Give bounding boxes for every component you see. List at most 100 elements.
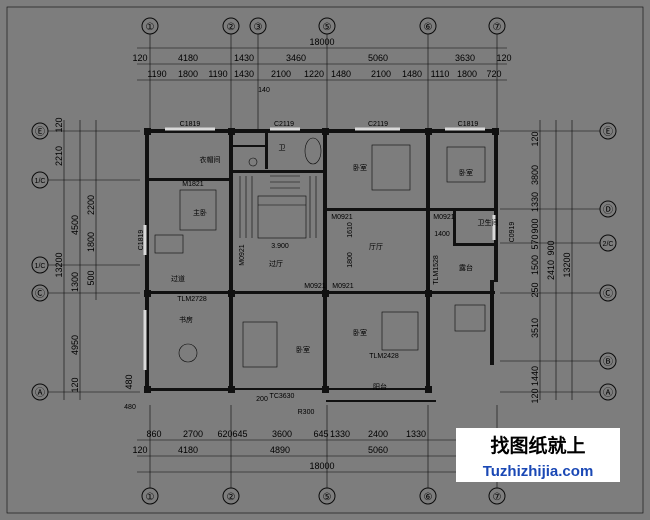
dim-left-3: 4500: [70, 215, 80, 235]
dim-top-r3-9: 1110: [431, 69, 450, 79]
room-bath-2: 卫生间: [478, 218, 499, 227]
dim-top-r2-5: 3630: [455, 53, 475, 63]
bed-se: [381, 311, 419, 351]
dim-bottom-r2-1: 4180: [178, 445, 198, 455]
left-dimensions: 120 2210 2200 4500 1800 13200 500 1300 4…: [54, 117, 134, 400]
room-hall: 厅厅: [369, 243, 383, 251]
code-m1821: M1821: [182, 181, 204, 188]
room-bedroom-se: 卧室: [353, 328, 367, 337]
dim-bottom-r2-0: 120: [132, 445, 147, 455]
dim-right-1: 3800: [530, 165, 540, 185]
dim-left-5: 13200: [54, 252, 64, 277]
right-dimensions: 120 3800 1330 900 570 900 1500 2410 1320…: [530, 120, 573, 404]
dim-bottom-r1-6: 1330: [330, 429, 350, 439]
table-study: [178, 343, 198, 363]
code-c1819-left: C1819: [138, 230, 145, 251]
watermark: 找图纸就上 Tuzhizhijia.com: [456, 428, 620, 482]
code-r300: R300: [298, 409, 315, 416]
bottom-axis-bubbles: ① ② ⑤ ⑥ ⑦: [141, 405, 506, 505]
dim-1800: 1800: [347, 252, 354, 268]
code-c2119-b: C2119: [368, 121, 388, 128]
code-m0921-d: M0921: [304, 283, 326, 290]
dim-top-r3-10: 1800: [457, 69, 477, 79]
dim-left-4: 1800: [86, 232, 96, 252]
code-tlm1528: TLM1528: [433, 255, 440, 285]
axis-label-B-right: Ⓑ: [603, 356, 613, 368]
code-m0921-b: M0921: [433, 214, 455, 221]
building-walls: [145, 129, 498, 402]
dim-right-6: 1500: [530, 255, 540, 275]
bed-ne1: [371, 144, 411, 191]
dim-right-2: 1330: [530, 192, 540, 212]
dim-bottom-r1-5: 645: [313, 429, 328, 439]
axis-label-5-bottom: ⑤: [323, 492, 332, 503]
dim-right-8: 13200: [562, 252, 572, 277]
room-aisle: 过道: [171, 274, 185, 283]
dim-bottom-r1-8: 1330: [406, 429, 426, 439]
dim-top-small: 140: [258, 87, 270, 94]
sofa: [154, 234, 184, 254]
axis-label-6-top: ⑥: [424, 22, 433, 33]
dim-left-6: 500: [86, 270, 96, 285]
toilet-icon: [248, 157, 258, 167]
dim-top-r2-1: 4180: [178, 53, 198, 63]
bathtub: [304, 137, 322, 165]
dim-top-r3-5: 1220: [304, 69, 324, 79]
dim-top-r3-8: 1480: [402, 69, 422, 79]
dim-480: 480: [124, 404, 136, 411]
opening-codes: C1819 C2119 C2119 C1819 M1821 C1819 M092…: [124, 121, 516, 416]
dim-top-r3-11: 720: [486, 69, 501, 79]
axis-label-6-bottom: ⑥: [424, 492, 433, 503]
drawing-frame: [6, 6, 644, 514]
room-landing: 过厅: [269, 259, 283, 268]
bottom-dimensions: 860 2700 620 645 3600 645 1330 2400 1330…: [132, 429, 507, 473]
furniture: [154, 137, 486, 368]
axis-label-D-right: Ⓓ: [603, 204, 613, 216]
dim-left-10: 480: [124, 374, 134, 389]
room-balcony-east: 露台: [459, 263, 473, 272]
dim-bottom-r1-4: 3600: [272, 429, 292, 439]
dim-top-r2-3: 3460: [286, 53, 306, 63]
code-m0921-e: M0921: [332, 283, 354, 290]
axis-label-1C-left-top: 1/C: [35, 178, 46, 185]
dim-right-4: 570: [530, 234, 540, 249]
dim-bottom-r1-7: 2400: [368, 429, 388, 439]
code-tlm2428: TLM2428: [369, 353, 399, 360]
code-c1819-b: C1819: [458, 121, 479, 128]
axis-label-3-top: ③: [254, 22, 263, 33]
axis-label-2-top: ②: [227, 22, 236, 33]
top-axis-bubbles: ① ② ③ ⑤ ⑥ ⑦: [141, 17, 506, 130]
dim-bottom-r2-3: 5060: [368, 445, 388, 455]
dim-top-r2-4: 5060: [368, 53, 388, 63]
room-balcony-south: 阳台: [373, 382, 387, 391]
bed-master: [179, 189, 217, 231]
dim-top-r2-0: 120: [132, 53, 147, 63]
axis-label-2C-right: 2/C: [603, 241, 614, 248]
dim-top-r3-3: 1430: [234, 69, 254, 79]
room-master-bedroom: 主卧: [193, 208, 207, 217]
code-m0921-a: M0921: [331, 214, 353, 221]
dim-right-0: 120: [530, 131, 540, 146]
dim-top-r2-2: 1430: [234, 53, 254, 63]
dim-right-10: 3510: [530, 318, 540, 338]
dim-left-7: 1300: [70, 272, 80, 292]
axis-label-5-top: ⑤: [323, 22, 332, 33]
dim-top-r2-6: 120: [496, 53, 511, 63]
room-study: 书房: [179, 315, 193, 324]
level-mark: 3.900: [271, 243, 289, 250]
dim-right-5: 900: [546, 240, 556, 255]
dim-1400: 1400: [434, 231, 450, 238]
dim-right-11: 1440: [530, 366, 540, 386]
dim-right-9: 250: [530, 282, 540, 297]
dim-top-r3-7: 2100: [371, 69, 391, 79]
dim-top-r3-2: 1190: [208, 69, 227, 79]
dim-1610: 1610: [347, 222, 354, 238]
structural-columns: [144, 128, 499, 393]
axis-label-A-right: Ⓐ: [603, 387, 613, 399]
code-c1819-a: C1819: [180, 121, 201, 128]
dim-bottom-r1-3: 645: [232, 429, 247, 439]
code-tlm2728: TLM2728: [177, 296, 207, 303]
axis-label-1C-left: 1/C: [35, 263, 46, 270]
dim-right-12: 120: [530, 388, 540, 403]
axis-label-E-right: Ⓔ: [603, 126, 613, 138]
